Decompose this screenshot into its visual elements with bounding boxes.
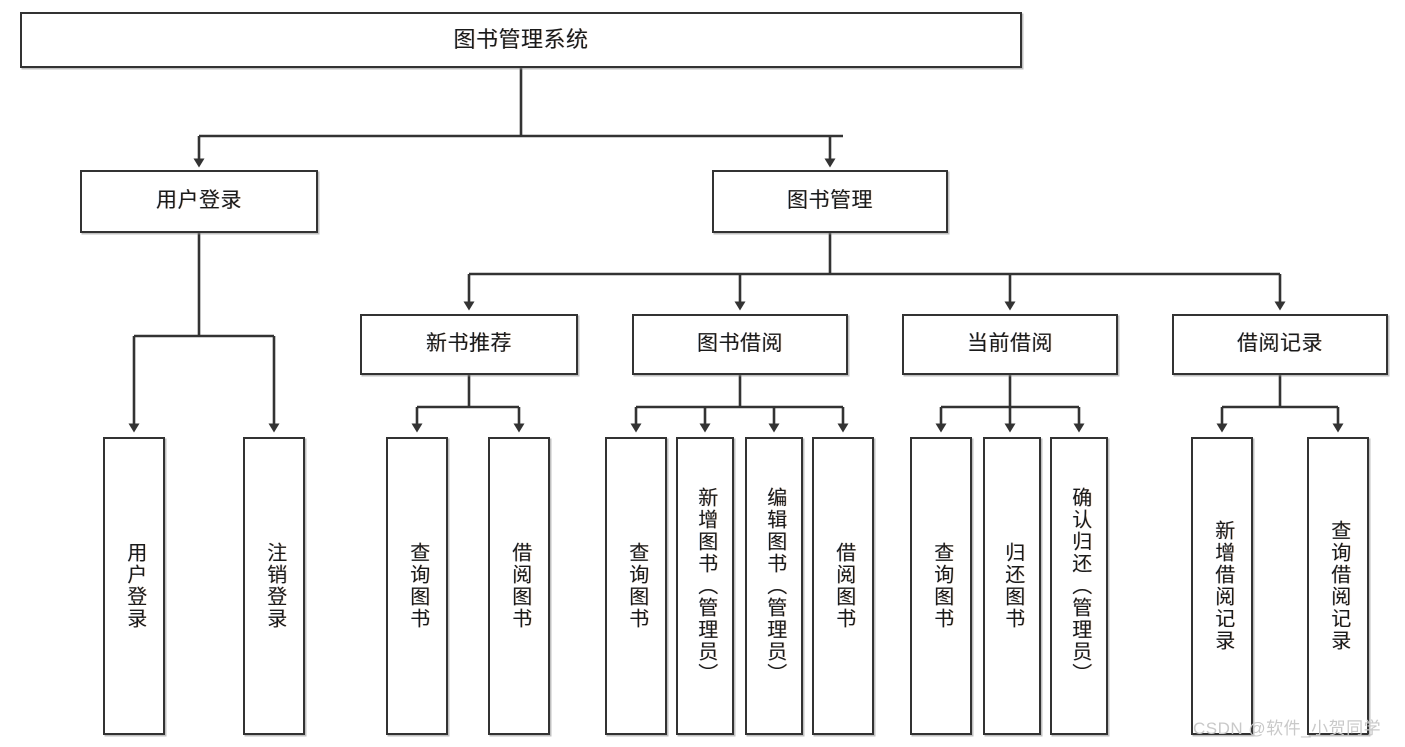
leaf-add-borrow-record[interactable]: 新增借阅记录 <box>1191 437 1253 735</box>
node-new-book-recommend[interactable]: 新书推荐 <box>360 314 578 375</box>
node-label: 新书推荐 <box>426 332 512 356</box>
node-borrow-records[interactable]: 借阅记录 <box>1172 314 1388 375</box>
node-label: 用户登录 <box>156 189 242 213</box>
leaf-borrow-book[interactable]: 借阅图书 <box>812 437 874 735</box>
node-label: 图书管理 <box>787 189 873 213</box>
node-label: 新增图书（管理员） <box>694 487 717 685</box>
node-label: 查询图书 <box>406 542 429 630</box>
node-label: 确认归还（管理员） <box>1068 487 1091 685</box>
leaf-query-book-recommend[interactable]: 查询图书 <box>386 437 448 735</box>
node-book-borrow[interactable]: 图书借阅 <box>632 314 848 375</box>
node-label: 图书借阅 <box>697 332 783 356</box>
csdn-watermark: CSDN @软件_小贺同学 <box>1193 719 1382 738</box>
leaf-query-book-current[interactable]: 查询图书 <box>910 437 972 735</box>
leaf-user-login[interactable]: 用户登录 <box>103 437 165 735</box>
node-label: 归还图书 <box>1001 542 1024 630</box>
leaf-borrow-book-recommend[interactable]: 借阅图书 <box>488 437 550 735</box>
leaf-query-book-borrow[interactable]: 查询图书 <box>605 437 667 735</box>
leaf-edit-book-admin[interactable]: 编辑图书（管理员） <box>745 437 803 735</box>
node-label: 注销登录 <box>263 542 286 630</box>
node-label: 当前借阅 <box>967 332 1053 356</box>
node-label: 查询借阅记录 <box>1327 520 1350 652</box>
leaf-add-book-admin[interactable]: 新增图书（管理员） <box>676 437 734 735</box>
node-label: 查询图书 <box>625 542 648 630</box>
node-book-management[interactable]: 图书管理 <box>712 170 948 233</box>
node-label: 借阅图书 <box>508 542 531 630</box>
node-label: 新增借阅记录 <box>1211 520 1234 652</box>
node-label: 图书管理系统 <box>453 27 589 53</box>
node-root-system[interactable]: 图书管理系统 <box>20 12 1022 68</box>
node-user-login[interactable]: 用户登录 <box>80 170 318 233</box>
leaf-logout[interactable]: 注销登录 <box>243 437 305 735</box>
node-label: 查询图书 <box>930 542 953 630</box>
leaf-query-borrow-record[interactable]: 查询借阅记录 <box>1307 437 1369 735</box>
leaf-return-book[interactable]: 归还图书 <box>983 437 1041 735</box>
node-label: 借阅记录 <box>1237 332 1323 356</box>
node-label: 用户登录 <box>123 542 146 630</box>
node-label: 借阅图书 <box>832 542 855 630</box>
node-label: 编辑图书（管理员） <box>763 487 786 685</box>
leaf-confirm-return-admin[interactable]: 确认归还（管理员） <box>1050 437 1108 735</box>
node-current-borrow[interactable]: 当前借阅 <box>902 314 1118 375</box>
